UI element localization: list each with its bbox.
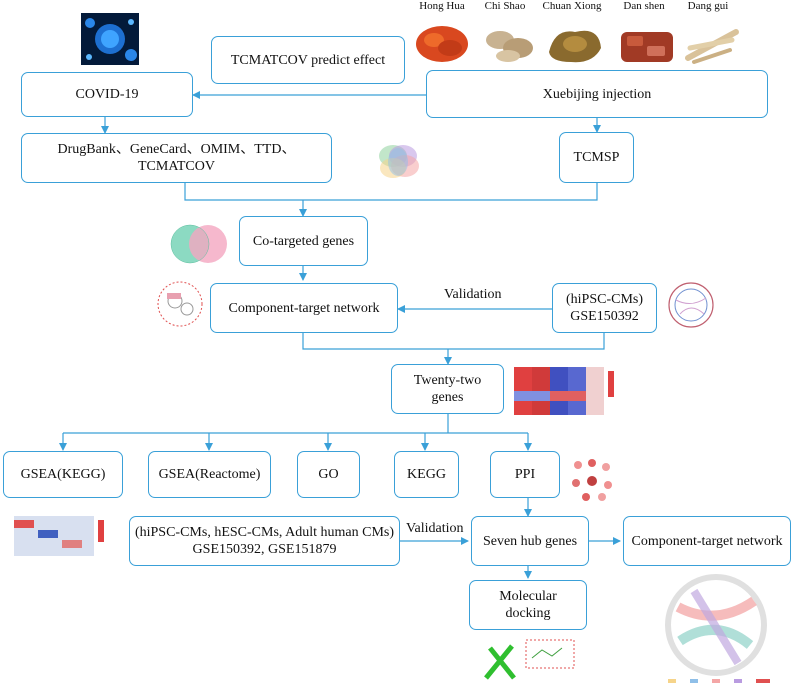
merge-line-2 [302, 333, 605, 350]
go-box: GO [297, 451, 360, 498]
herb-label-chi-shao: Chi Shao [484, 0, 526, 12]
seven-hub-genes-box: Seven hub genes [471, 516, 589, 566]
ppi-thumbnail-image [572, 459, 612, 501]
validation-label-top: Validation [444, 287, 502, 302]
chi-shao-image [486, 31, 533, 62]
molecular-docking-image [484, 639, 575, 680]
heatmap-gsea-image [14, 516, 104, 556]
chuan-xiong-image [549, 30, 601, 63]
validation-datasets-box: (hiPSC-CMs, hESC-CMs, Adult human CMs) G… [129, 516, 400, 566]
tcmsp-box: TCMSP [559, 132, 634, 183]
chord-diagram-image [665, 574, 770, 683]
herb-label-dang-gui: Dang gui [687, 0, 729, 12]
herb-label-hong-hua: Hong Hua [419, 0, 465, 12]
gsea-reactome-box: GSEA(Reactome) [148, 451, 271, 498]
herb-label-dan-shen: Dan shen [623, 0, 665, 12]
kegg-box: KEGG [394, 451, 459, 498]
covid19-box: COVID-19 [21, 72, 193, 117]
ppi-box: PPI [490, 451, 560, 498]
merge-line-1 [184, 183, 598, 201]
databases-box: DrugBank、GeneCard、OMIM、TTD、TCMATCOV [21, 133, 332, 183]
twenty-two-genes-box: Twenty-two genes [391, 364, 504, 414]
venn-two-set-image [170, 224, 227, 264]
venn-five-set-image [379, 145, 419, 178]
molecular-docking-box: Molecular docking [469, 580, 587, 630]
network-thumbnail-image [157, 281, 203, 327]
hong-hua-image [416, 26, 468, 62]
component-target-network-box: Component-target network [210, 283, 398, 333]
heatmap-twenty-two-image [514, 367, 614, 415]
hipsc-cms-box: (hiPSC-CMs) GSE150392 [552, 283, 657, 333]
herb-label-chuan-xiong: Chuan Xiong [542, 0, 602, 12]
xuebijing-box: Xuebijing injection [426, 70, 768, 118]
tcmatcov-predict-box: TCMATCOV predict effect [211, 36, 405, 84]
dang-gui-image [685, 29, 739, 64]
dan-shen-image [621, 32, 673, 62]
component-target-network-2-box: Component-target network [623, 516, 791, 566]
circos-thumbnail-image [668, 282, 714, 328]
cotargeted-genes-box: Co-targeted genes [239, 216, 368, 266]
gsea-kegg-box: GSEA(KEGG) [3, 451, 123, 498]
virus-image [81, 13, 139, 65]
validation-label-bottom: Validation [406, 521, 464, 536]
